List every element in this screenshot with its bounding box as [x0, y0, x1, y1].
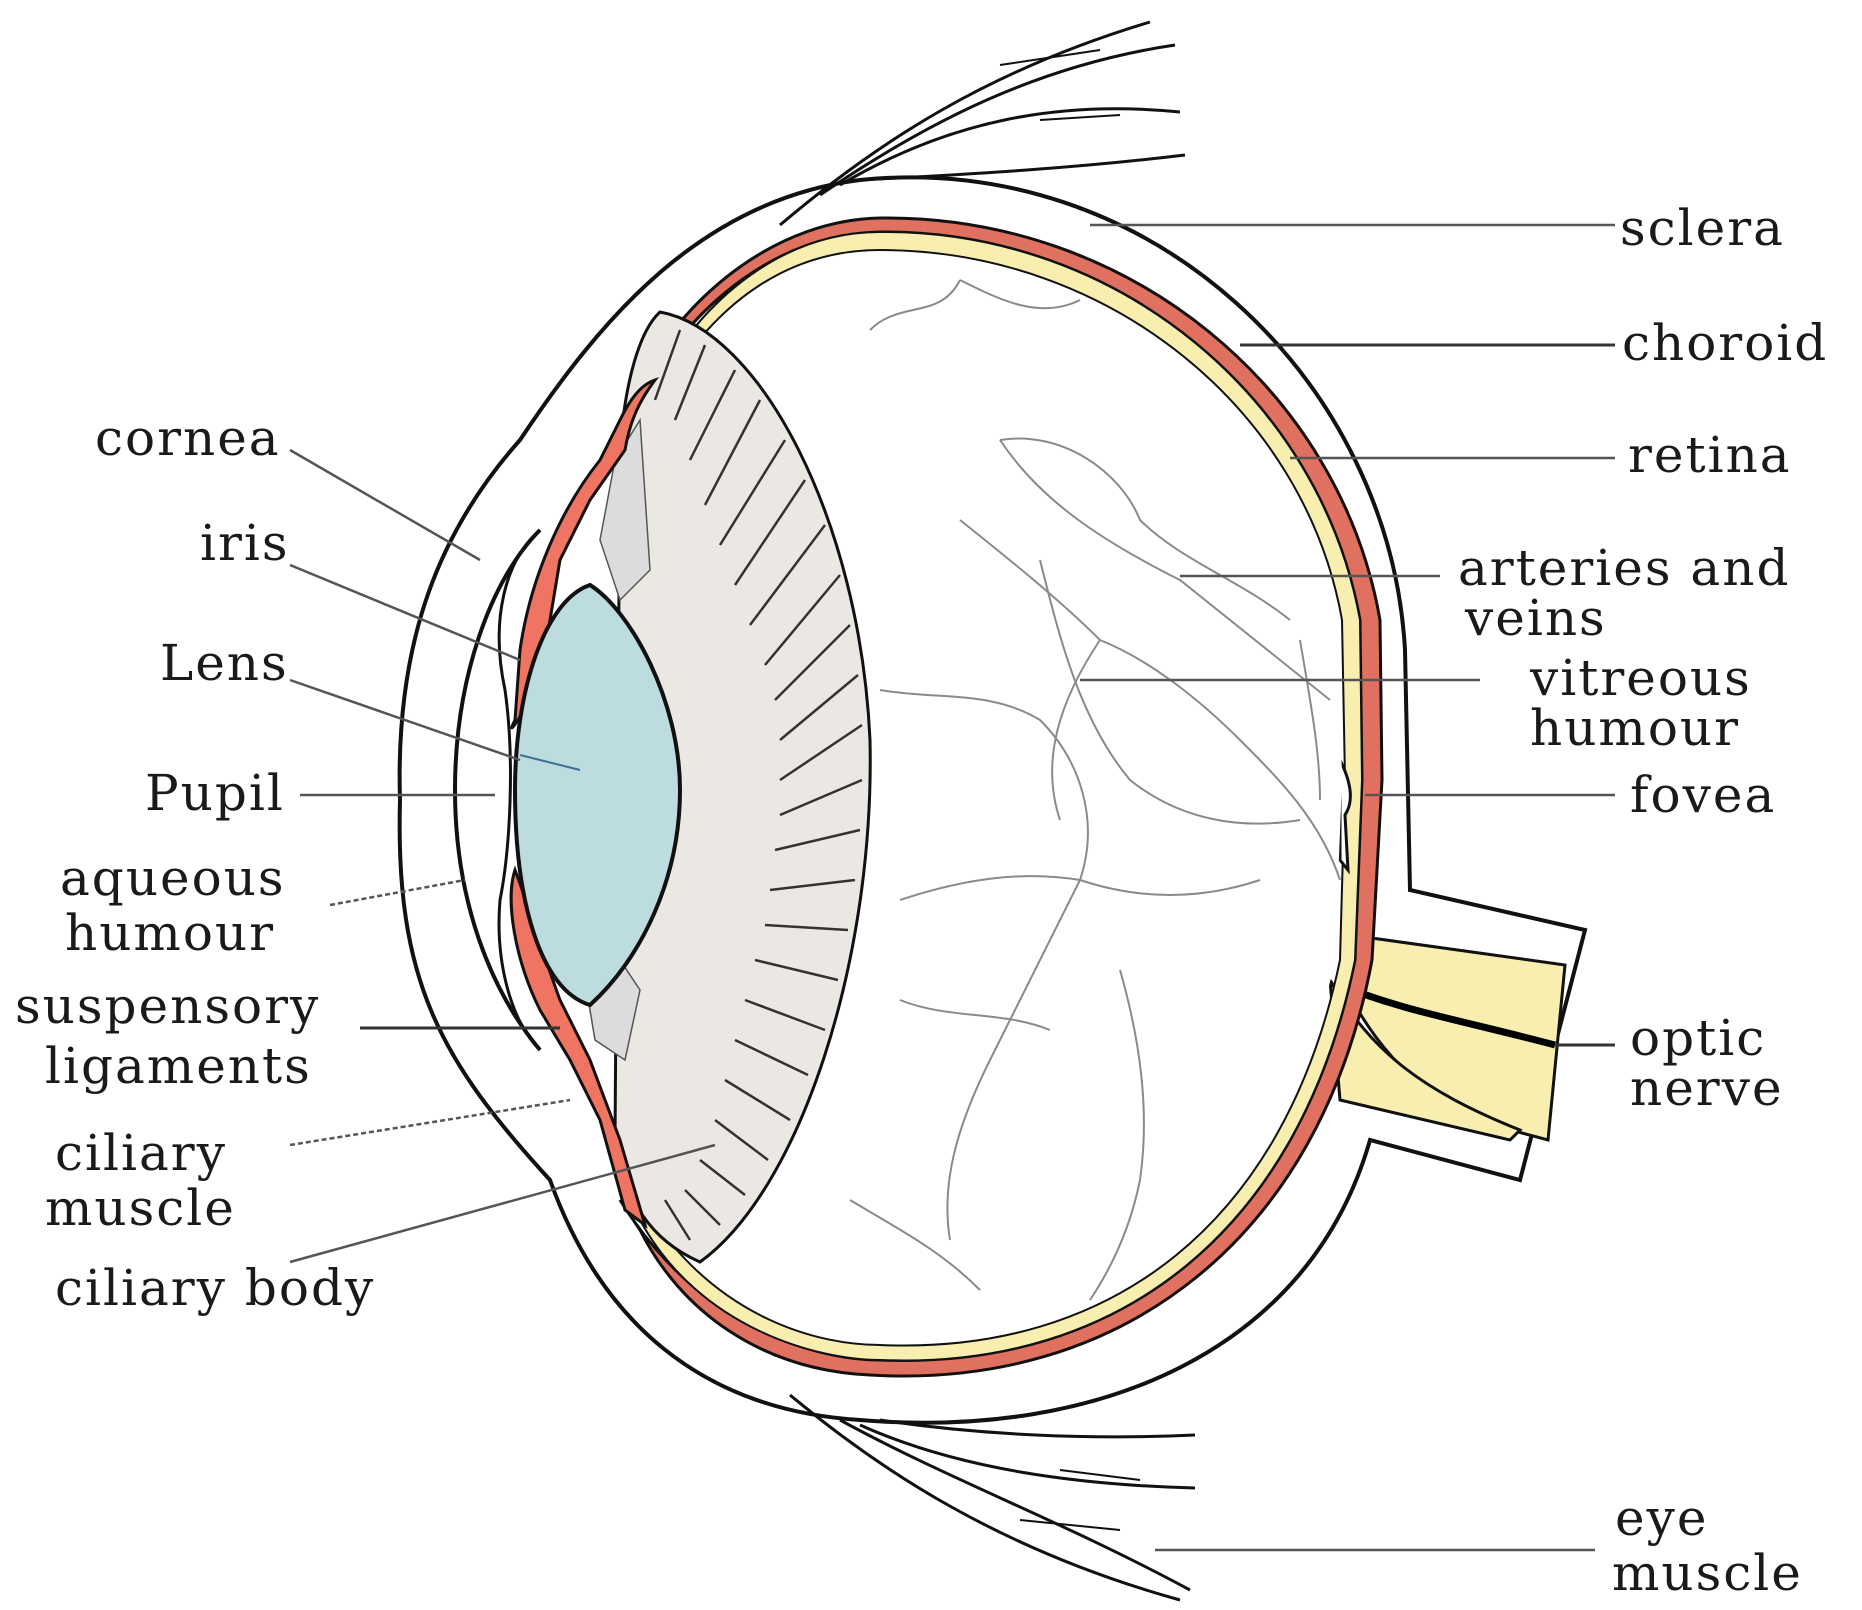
label-iris: iris	[200, 514, 290, 572]
cornea	[452, 528, 542, 1052]
label-cornea: cornea	[95, 409, 281, 467]
lens-pointer-tip	[519, 754, 581, 771]
label-ciliary-muscle-line1: ciliary	[55, 1124, 227, 1182]
blood-vessels	[849, 279, 1341, 1301]
label-eye-muscle-line2: muscle	[1612, 1544, 1803, 1602]
upper-eye-muscle	[779, 20, 1186, 227]
label-aqueous-line2: humour	[65, 904, 275, 962]
label-ciliary-body: ciliary body	[55, 1259, 375, 1317]
lower-eye-muscle	[789, 1393, 1196, 1602]
label-pupil: Pupil	[145, 764, 285, 822]
leader-lines-left	[289, 448, 716, 1264]
label-vitreous-line1: vitreous	[1529, 649, 1752, 707]
sclera-outer	[397, 175, 1588, 1425]
label-vitreous-line2: humour	[1530, 699, 1740, 757]
lens	[512, 582, 683, 1008]
label-fovea: fovea	[1630, 766, 1776, 824]
label-suspensory-line1: suspensory	[15, 977, 320, 1035]
label-optic-line1: optic	[1630, 1009, 1766, 1067]
leader-lines-right	[1080, 223, 1615, 1552]
anterior-chamber	[497, 528, 542, 1052]
label-sclera: sclera	[1620, 199, 1785, 257]
label-aqueous-line1: aqueous	[60, 849, 286, 907]
fovea-notch	[1338, 759, 1352, 875]
labels-right: sclera choroid retina arteries and veins…	[1458, 199, 1828, 1602]
labels-left: cornea iris Lens Pupil aqueous humour su…	[15, 409, 375, 1317]
retina-layer	[638, 230, 1364, 1362]
label-ciliary-muscle-line2: muscle	[45, 1179, 236, 1237]
label-optic-line2: nerve	[1630, 1059, 1784, 1117]
label-suspensory-line2: ligaments	[45, 1037, 312, 1095]
label-lens: Lens	[160, 634, 289, 692]
ciliary-striations	[653, 329, 863, 1241]
label-choroid: choroid	[1622, 314, 1828, 372]
label-arteries-line2: veins	[1464, 589, 1607, 647]
label-retina: retina	[1628, 426, 1792, 484]
label-arteries-line1: arteries and	[1458, 539, 1790, 597]
label-eye-muscle-line1: eye	[1615, 1489, 1708, 1547]
